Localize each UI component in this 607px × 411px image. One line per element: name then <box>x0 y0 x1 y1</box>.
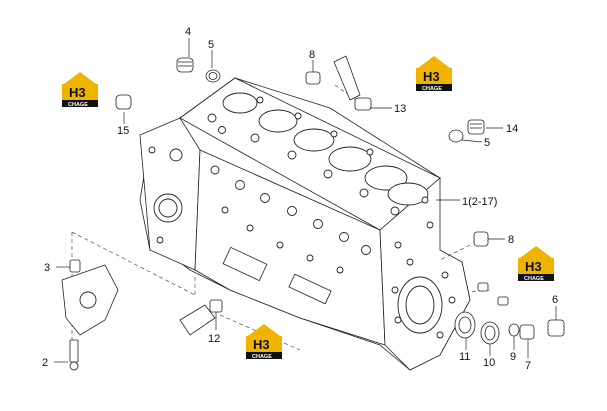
logo-main-text: H3 <box>525 259 542 274</box>
callout-labels: 1(2-17) 2 3 4 5 5 6 7 8 8 9 10 11 12 13 … <box>42 26 558 372</box>
part-5-ring-right <box>448 129 464 143</box>
part-12-plug <box>179 299 223 336</box>
logo-sub-text: CHAGE <box>524 276 544 282</box>
part-4-plug <box>176 57 194 73</box>
callout-8-top: 8 <box>309 49 315 61</box>
part-9-washer <box>508 323 520 337</box>
callout-5-top: 5 <box>208 39 214 51</box>
watermark-logo: H3 CHAGE <box>62 72 98 108</box>
logo-main-text: H3 <box>69 85 86 100</box>
watermark-logo: H3 CHAGE <box>416 56 452 92</box>
callout-12: 12 <box>208 333 220 345</box>
callout-4: 4 <box>185 26 191 38</box>
part-8-plug-top <box>305 71 321 85</box>
cylinder-block <box>139 77 471 371</box>
logo-sub-text: CHAGE <box>422 86 442 92</box>
callout-13: 13 <box>394 103 406 115</box>
small-fittings <box>477 282 509 306</box>
part-11-seal <box>454 311 476 339</box>
logo-roof-shape <box>64 72 96 84</box>
part-8-plug-right <box>473 231 489 247</box>
callout-8-right: 8 <box>508 234 514 246</box>
logo-main-text: H3 <box>253 337 270 352</box>
callout-14: 14 <box>506 123 518 135</box>
part-10-ring <box>480 321 500 345</box>
callout-1: 1(2-17) <box>462 196 497 208</box>
logo-background <box>62 84 98 100</box>
leader-lines <box>54 38 557 363</box>
part-15-plug <box>115 94 132 110</box>
part-5-ring-top <box>205 69 221 83</box>
part-13-dowel <box>333 55 372 111</box>
part-6-plug <box>547 319 565 337</box>
callout-2: 2 <box>42 357 48 369</box>
logo-sub-text: CHAGE <box>252 354 272 360</box>
callout-5-right: 5 <box>484 137 490 149</box>
callout-10: 10 <box>483 357 495 369</box>
callout-9: 9 <box>510 351 516 363</box>
callout-6: 6 <box>552 294 558 306</box>
part-2-stud <box>69 339 79 371</box>
part-7-plug <box>519 324 535 340</box>
logo-sub-text: CHAGE <box>68 102 88 108</box>
watermark-logo: H3 CHAGE <box>518 246 554 282</box>
watermark-logo: H3 CHAGE <box>246 324 282 360</box>
callout-15: 15 <box>117 125 129 137</box>
logo-main-text: H3 <box>423 69 440 84</box>
callout-7: 7 <box>525 360 531 372</box>
part-14-plug <box>467 119 485 135</box>
bearing-cap <box>61 264 119 336</box>
callout-11: 11 <box>459 351 470 363</box>
callout-3: 3 <box>44 262 50 274</box>
part-3-bolt <box>69 259 81 273</box>
